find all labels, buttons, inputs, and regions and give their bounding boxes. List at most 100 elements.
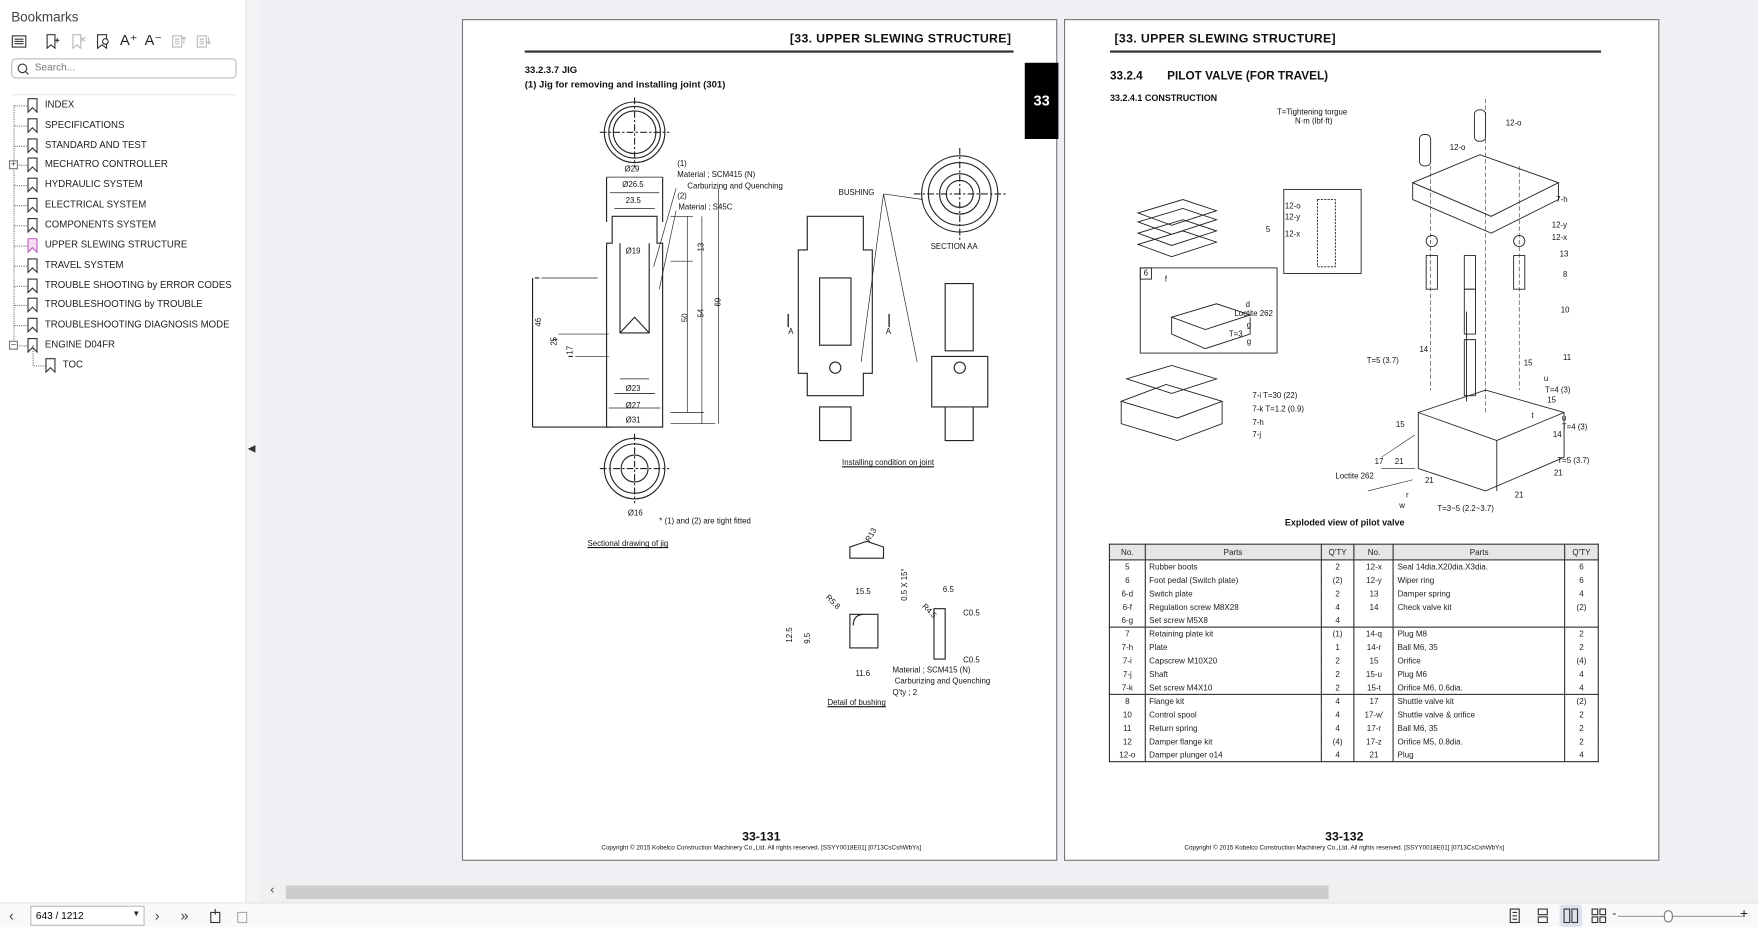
increase-font-icon[interactable]: A⁺: [119, 31, 138, 49]
table-cell: (2): [1320, 573, 1355, 587]
insert-page-icon[interactable]: [234, 908, 250, 924]
table-cell: Control spool: [1144, 707, 1322, 722]
extract-page-icon[interactable]: [207, 908, 223, 924]
drawing-label: C0.5: [963, 656, 980, 665]
bookmark-item[interactable]: + MECHATRO CONTROLLER: [0, 156, 244, 174]
drawing-label: C0.5: [963, 609, 980, 618]
bookmark-label: COMPONENTS SYSTEM: [44, 218, 157, 230]
table-cell: Switch plate: [1144, 586, 1322, 601]
bookmark-label: ENGINE D04FR: [44, 338, 115, 350]
bookmark-item[interactable]: INDEX: [0, 96, 244, 114]
table-cell: 5: [1108, 559, 1146, 574]
move-up-icon[interactable]: [170, 34, 187, 50]
zoom-in-icon[interactable]: +: [1740, 905, 1748, 922]
panel-splitter[interactable]: [246, 0, 261, 903]
page-input[interactable]: [35, 910, 126, 922]
add-bookmark-icon[interactable]: [45, 34, 61, 50]
page-header: [33. UPPER SLEWING STRUCTURE]: [1114, 32, 1336, 46]
scroll-left-icon[interactable]: ‹: [270, 883, 275, 897]
table-cell: 2: [1564, 721, 1599, 735]
table-cell: (1): [1320, 626, 1355, 641]
tree-line: [14, 285, 27, 287]
drawing-label: Material ; S45C: [678, 204, 733, 212]
header-rule: [1109, 50, 1602, 53]
drawing-label: 15.5: [855, 588, 871, 597]
bookmark-item[interactable]: UPPER SLEWING STRUCTURE: [0, 237, 244, 255]
collapse-panel-icon[interactable]: ◀: [247, 442, 256, 454]
table-cell: 12: [1108, 734, 1146, 749]
page-number-field[interactable]: ▼: [30, 905, 145, 926]
decrease-font-icon[interactable]: A⁻: [144, 31, 163, 49]
bookmark-search[interactable]: [11, 58, 237, 79]
table-cell: 2: [1320, 680, 1355, 695]
table-cell: 4: [1320, 707, 1355, 722]
move-down-icon[interactable]: [195, 34, 211, 50]
table-cell: 2: [1320, 654, 1355, 668]
drawing-label: Sectional drawing of jig: [587, 540, 669, 549]
pdf-page-left: [33. UPPER SLEWING STRUCTURE] 33 33.2.3.…: [461, 19, 1059, 861]
bookmark-item[interactable]: STANDARD AND TEST: [0, 137, 244, 155]
drawing-label: 17: [566, 345, 575, 355]
drawing-label: r: [1405, 492, 1409, 500]
bookmark-item[interactable]: TRAVEL SYSTEM: [0, 257, 244, 275]
drawing-label: 7-h: [1556, 196, 1568, 205]
bookmark-item[interactable]: TROUBLESHOOTING by TROUBLE: [0, 296, 244, 314]
drawing-label: 13: [1559, 251, 1569, 259]
scrollbar-thumb[interactable]: [285, 885, 1329, 899]
bookmark-icon: [27, 278, 38, 294]
chevron-down-icon[interactable]: ▼: [132, 910, 141, 919]
table-cell: 13: [1353, 586, 1395, 601]
table-cell: 15-t: [1353, 680, 1395, 695]
drawing-label: 10: [1560, 307, 1570, 315]
zoom-out-icon[interactable]: -: [1612, 906, 1617, 921]
table-cell: 12-x: [1353, 559, 1395, 574]
outline-view-icon[interactable]: [11, 34, 27, 50]
find-bookmark-icon[interactable]: [95, 34, 111, 50]
two-page-view-button[interactable]: [1559, 904, 1583, 927]
previous-page-icon[interactable]: ‹: [8, 906, 14, 924]
bookmark-item[interactable]: TROUBLESHOOTING DIAGNOSIS MODE: [0, 316, 244, 334]
continuous-view-icon[interactable]: [1535, 908, 1551, 924]
drawing-label: T=4 (3): [1561, 423, 1588, 432]
bookmark-item[interactable]: TOC: [0, 345, 244, 374]
table-cell: (4): [1320, 734, 1355, 749]
bookmark-icon: [27, 197, 38, 213]
expand-icon[interactable]: +: [8, 159, 18, 170]
bookmark-item[interactable]: − ENGINE D04FR: [0, 336, 244, 354]
delete-bookmark-icon[interactable]: [71, 34, 87, 50]
table-cell: 6-f: [1108, 600, 1146, 614]
zoom-slider-handle[interactable]: [1663, 910, 1673, 923]
drawing-label: 12-x: [1551, 234, 1568, 243]
drawing-label: 12-y: [1284, 214, 1301, 222]
bookmark-item[interactable]: TROUBLE SHOOTING by ERROR CODES: [0, 277, 244, 295]
drawing-label: 12-o: [1505, 119, 1522, 128]
last-page-icon[interactable]: »: [180, 906, 189, 924]
table-cell: Orifice M6, 0.6dia.: [1392, 680, 1566, 695]
next-page-icon[interactable]: ›: [154, 906, 160, 924]
drawing-label: 12-y: [1551, 221, 1568, 230]
table-cell: 4: [1320, 693, 1355, 708]
zoom-slider[interactable]: [1617, 915, 1744, 917]
bookmark-item[interactable]: HYDRAULIC SYSTEM: [0, 176, 244, 194]
bookmark-item[interactable]: ELECTRICAL SYSTEM: [0, 196, 244, 214]
single-page-view-icon[interactable]: [1507, 908, 1523, 924]
page-number: 33-131: [742, 830, 781, 845]
drawing-label: T=5 (3.7): [1557, 457, 1590, 466]
search-icon: [17, 63, 29, 75]
drawing-label: Ø29: [624, 165, 640, 174]
bookmark-label: MECHATRO CONTROLLER: [44, 158, 168, 170]
search-input[interactable]: [34, 61, 231, 73]
bookmark-item[interactable]: COMPONENTS SYSTEM: [0, 216, 244, 234]
table-cell: Foot pedal (Switch plate): [1144, 573, 1322, 587]
table-cell: 4: [1564, 586, 1599, 601]
horizontal-scrollbar[interactable]: ‹: [260, 883, 1758, 901]
bookmark-item[interactable]: SPECIFICATIONS: [0, 117, 244, 135]
collapse-icon[interactable]: −: [8, 339, 18, 350]
drawing-label: Ø31: [625, 416, 641, 425]
two-page-continuous-icon[interactable]: [1591, 908, 1607, 924]
table-cell: Damper plunger o14: [1144, 748, 1322, 763]
drawing-label: 46: [535, 317, 544, 327]
